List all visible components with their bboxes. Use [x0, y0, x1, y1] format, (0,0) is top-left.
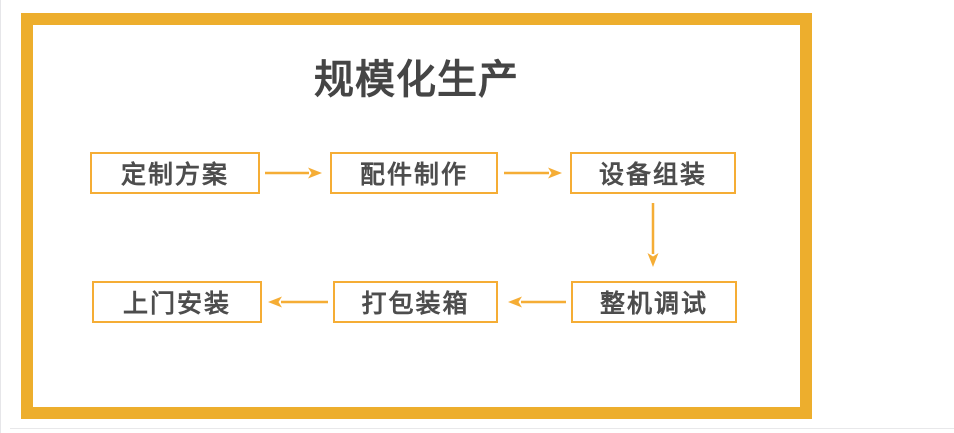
flow-node-machine-debugging: 整机调试 — [571, 281, 737, 323]
arrow-left-icon-packing-to-installation — [268, 296, 328, 308]
flow-node-parts-production: 配件制作 — [330, 152, 498, 194]
diagram-frame — [21, 13, 812, 419]
arrow-right-icon-custom-plan-to-parts — [265, 167, 322, 179]
page-edge-line-left — [0, 0, 1, 433]
flow-node-equipment-assembly: 设备组装 — [570, 152, 736, 194]
arrow-down-icon-assembly-to-debugging — [647, 203, 659, 267]
flow-node-custom-plan: 定制方案 — [90, 152, 260, 194]
arrow-right-icon-parts-to-assembly — [504, 167, 562, 179]
flow-node-onsite-installation: 上门安装 — [92, 281, 262, 323]
arrow-left-icon-debugging-to-packing — [508, 296, 566, 308]
page-edge-line-bottom — [10, 428, 954, 429]
flow-node-packing: 打包装箱 — [333, 281, 498, 323]
diagram-title: 规模化生产 — [314, 58, 519, 102]
